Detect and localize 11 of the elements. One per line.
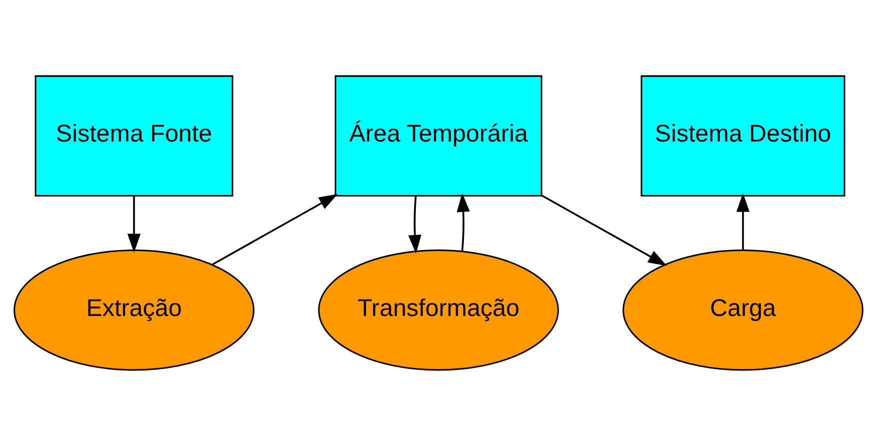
node-box: Área Temporária — [334, 75, 542, 196]
node-ellipse: Extração — [14, 250, 254, 371]
arrow — [212, 194, 338, 266]
arrow — [541, 194, 667, 266]
arrow — [736, 193, 750, 250]
node-ellipse: Transformação — [318, 250, 559, 371]
arrow — [456, 193, 470, 252]
node-box: Sistema Fonte — [34, 75, 234, 196]
arrow — [408, 196, 422, 254]
arrow — [127, 196, 141, 253]
node-box: Sistema Destino — [640, 75, 846, 196]
